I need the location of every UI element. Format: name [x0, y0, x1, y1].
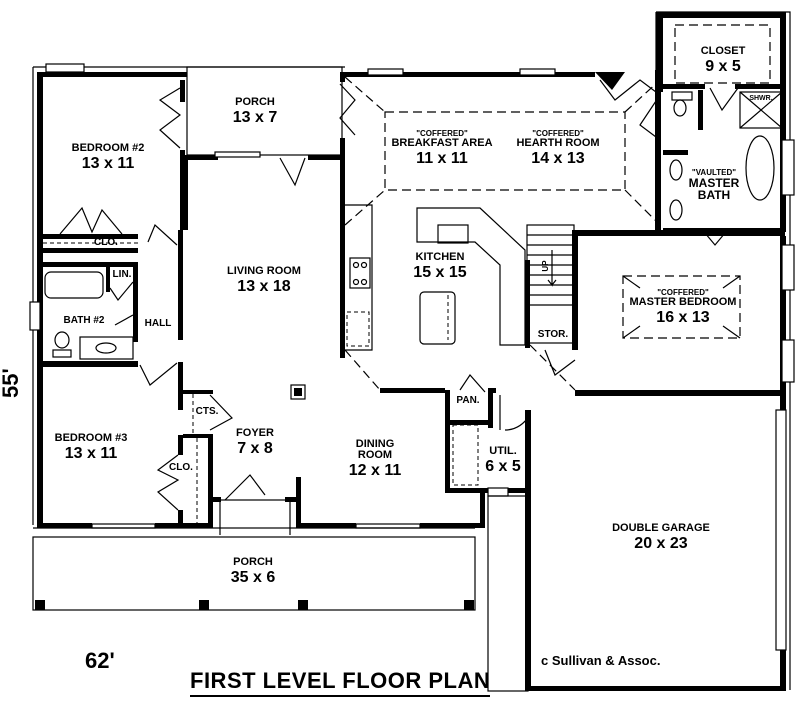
room-pantry: PAN. [456, 396, 479, 406]
room-name: PORCH [235, 96, 275, 108]
room-name-line2: BATH [697, 188, 731, 202]
room-name: KITCHEN [415, 251, 465, 263]
width-dimension: 62' [85, 648, 115, 673]
room-name-line1: MASTER [688, 176, 740, 190]
room-name-line2: ROOM [357, 449, 393, 461]
room-name: DOUBLE GARAGE [612, 522, 710, 534]
room-master-bedroom: "COFFERED" MASTER BEDROOM 16 x 13 [630, 289, 737, 326]
bath2-window [29, 301, 41, 331]
room-porch-rear: PORCH 13 x 7 [233, 97, 277, 126]
room-name: CLOSET [700, 45, 746, 57]
cooktop [349, 257, 371, 289]
room-name: BEDROOM #3 [54, 432, 128, 444]
kitchen-counter [416, 207, 526, 346]
room-bath-2: BATH #2 [64, 316, 105, 326]
room-name-line1: DINING [355, 438, 395, 450]
room-master-bath: "VAULTED" MASTER BATH [688, 168, 740, 202]
ceiling-type: "COFFERED" [532, 129, 584, 138]
room-breakfast-area: "COFFERED" BREAKFAST AREA 11 x 11 [391, 130, 492, 167]
room-size: 14 x 13 [531, 150, 585, 167]
room-name: HALL [144, 318, 172, 329]
room-name: FOYER [236, 427, 274, 439]
closet-shelf [674, 24, 771, 84]
sink [437, 224, 469, 244]
copyright-notice: c Sullivan & Assoc. [541, 653, 661, 668]
room-size: 6 x 5 [485, 458, 521, 475]
room-size: 16 x 13 [656, 309, 710, 326]
room-size: 15 x 15 [413, 264, 467, 281]
room-bedroom-3: BEDROOM #3 13 x 11 [55, 433, 128, 462]
room-shower: SHWR. [749, 95, 772, 102]
room-size: 7 x 8 [237, 440, 273, 457]
room-closet-bed3: CLO. [169, 463, 193, 473]
room-foyer: FOYER 7 x 8 [236, 428, 274, 457]
room-bedroom-2: BEDROOM #2 13 x 11 [72, 143, 145, 172]
plan-title: FIRST LEVEL FLOOR PLAN [190, 668, 491, 697]
stair-up-label: UP [541, 260, 550, 272]
front-porch-outline [32, 536, 476, 611]
room-closet-bed2: CLO. [94, 238, 118, 248]
room-size: 13 x 11 [81, 155, 135, 172]
room-utility: UTIL. 6 x 5 [485, 446, 521, 475]
column-marker [294, 388, 302, 396]
room-name: BATH #2 [63, 315, 105, 326]
room-size: 13 x 7 [232, 109, 278, 126]
room-hall: HALL [145, 319, 172, 329]
room-size: 11 x 11 [416, 150, 468, 167]
room-name: LIVING ROOM [227, 265, 301, 277]
room-name: CLO. [169, 462, 193, 473]
bathtub-master [745, 135, 775, 201]
room-name: BEDROOM #2 [71, 142, 145, 154]
room-living-room: LIVING ROOM 13 x 18 [227, 266, 301, 295]
rear-porch-outline [186, 66, 343, 156]
room-name: CTS. [195, 406, 219, 417]
room-size: 13 x 11 [64, 445, 118, 462]
bed2-window [45, 63, 85, 73]
room-porch-front: PORCH 35 x 6 [231, 557, 275, 586]
coffered-ceiling-breakfast-hearth [384, 111, 626, 191]
room-dining-room: DINING ROOM 12 x 11 [349, 439, 402, 479]
ceiling-type: "COFFERED" [416, 129, 468, 138]
room-name: UTIL. [489, 445, 517, 457]
bed2-north-wall [37, 72, 187, 77]
ceiling-type: "VAULTED" [691, 168, 737, 177]
room-name: SHWR. [749, 95, 773, 102]
room-name: HEARTH ROOM [516, 137, 600, 149]
depth-dimension: 55' [0, 368, 23, 398]
stair-direction: UP [541, 260, 550, 272]
room-name: LIN. [112, 269, 132, 280]
room-size: 20 x 23 [634, 535, 688, 552]
room-name: PORCH [233, 556, 273, 568]
west-wall [37, 72, 43, 528]
room-name: CLO. [94, 237, 118, 248]
room-double-garage: DOUBLE GARAGE 20 x 23 [612, 523, 710, 552]
room-size: 13 x 18 [237, 278, 291, 295]
room-size: 9 x 5 [705, 58, 741, 75]
bathtub [44, 271, 104, 299]
room-name: MASTER BEDROOM [629, 296, 737, 308]
room-name: PAN. [456, 395, 480, 406]
room-linen: LIN. [113, 270, 132, 280]
room-kitchen: KITCHEN 15 x 15 [413, 252, 466, 281]
room-name: BREAKFAST AREA [391, 137, 493, 149]
kitchen-island [419, 291, 456, 345]
room-closet: CLOSET 9 x 5 [701, 46, 746, 75]
room-size: 12 x 11 [348, 462, 402, 479]
room-storage: STOR. [538, 330, 568, 340]
room-coats: CTS. [196, 407, 219, 417]
room-hearth-room: "COFFERED" HEARTH ROOM 14 x 13 [516, 130, 599, 167]
room-name: STOR. [537, 329, 569, 340]
coffered-ceiling-master [622, 275, 741, 339]
room-size: 35 x 6 [230, 569, 276, 586]
ceiling-type: "COFFERED" [657, 288, 709, 297]
